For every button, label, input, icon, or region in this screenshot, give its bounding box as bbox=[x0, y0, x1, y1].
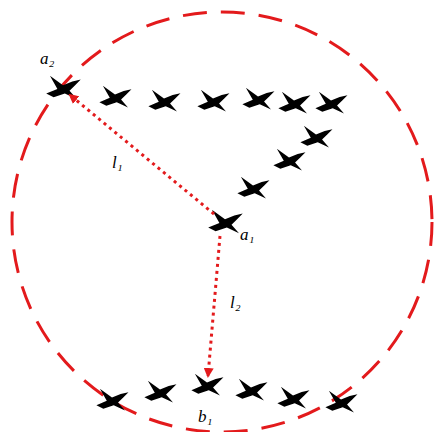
distance-label: l₂ bbox=[230, 294, 241, 311]
bird-label: a₂ bbox=[40, 50, 54, 67]
bird-label: b₁ bbox=[198, 408, 212, 425]
distance-label: l₁ bbox=[112, 154, 123, 171]
bird-label: a₁ bbox=[240, 226, 254, 243]
dashed-circle bbox=[12, 12, 432, 432]
bird-flock bbox=[46, 76, 357, 413]
distance-arrow bbox=[70, 95, 214, 214]
distance-arrow bbox=[208, 236, 220, 376]
